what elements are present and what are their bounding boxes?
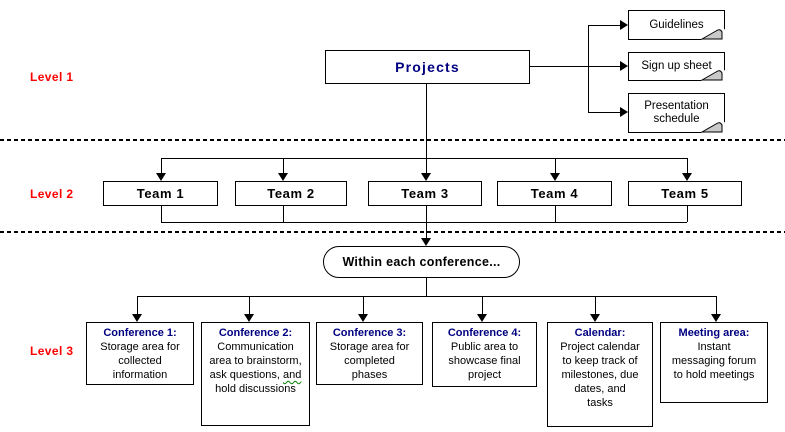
conference-2-body: Communication area to brainstorm, ask qu… <box>208 340 303 396</box>
team-4-label: Team 4 <box>530 186 579 201</box>
stub-team4 <box>555 158 556 174</box>
calendar-node: Calendar: Project calendar to keep track… <box>547 322 653 427</box>
calendar-text: Project calendar to keep track of milest… <box>560 341 640 409</box>
connector-stub-signup <box>588 66 620 67</box>
stub-area3 <box>363 296 364 314</box>
drop-team5 <box>687 206 688 222</box>
doc-presentation-schedule: Presentation schedule <box>628 93 725 133</box>
team-4-node: Team 4 <box>497 181 612 206</box>
conference-2-text-squiggled: and <box>283 369 302 381</box>
connector-stub-presentation <box>588 112 620 113</box>
connector-docs-trunk <box>588 25 589 113</box>
conference-1-body: Storage area for collected information <box>99 340 181 382</box>
arrow-signup-icon <box>620 61 628 71</box>
team-distribution-line <box>161 158 687 159</box>
conference-4-title: Conference 4: <box>447 327 522 339</box>
conference-2-node: Conference 2: Communication area to brai… <box>201 322 310 426</box>
stub-team1 <box>161 158 162 174</box>
team-3-node: Team 3 <box>368 181 482 206</box>
page-fold-icon <box>701 122 725 133</box>
arrow-guidelines-icon <box>620 20 628 30</box>
arrow-team1-icon <box>156 173 166 181</box>
connector-projects-to-docs <box>530 66 588 67</box>
conference-3-node: Conference 3: Storage area for completed… <box>316 322 423 385</box>
team-3-label: Team 3 <box>401 186 449 201</box>
meeting-area-node: Meeting area: Instant messaging forum to… <box>660 322 768 403</box>
connector-projects-down <box>426 84 427 174</box>
level-1-label: Level 1 <box>30 70 74 84</box>
doc-presentation-label: Presentation schedule <box>644 100 709 125</box>
stub-area5 <box>595 296 596 314</box>
stub-area1 <box>137 296 138 314</box>
conference-3-text: Storage area for completed phases <box>329 341 410 381</box>
projects-node: Projects <box>325 50 530 84</box>
doc-guidelines: Guidelines <box>628 10 725 40</box>
connector-stadium-down <box>426 278 427 296</box>
level-divider-2 <box>0 231 785 233</box>
stub-area2 <box>249 296 250 314</box>
level-2-label: Level 2 <box>30 187 74 201</box>
arrow-area5-icon <box>590 314 600 322</box>
conference-4-body: Public area to showcase final project <box>441 340 528 382</box>
conference-2-title: Conference 2: <box>218 327 293 339</box>
stub-area4 <box>482 296 483 314</box>
stub-team5 <box>687 158 688 174</box>
team-5-label: Team 5 <box>661 186 709 201</box>
arrow-area1-icon <box>132 314 142 322</box>
drop-team2 <box>283 206 284 222</box>
conference-1-node: Conference 1: Storage area for collected… <box>86 322 194 385</box>
stub-team2 <box>283 158 284 174</box>
conference-2-text: hold discussions <box>215 383 296 395</box>
calendar-title: Calendar: <box>574 327 626 339</box>
area-distribution-line <box>137 296 716 297</box>
meeting-area-title: Meeting area: <box>678 327 750 339</box>
conference-4-text: Public area to showcase final project <box>448 341 521 381</box>
arrow-presentation-icon <box>620 107 628 117</box>
projects-label: Projects <box>395 59 460 75</box>
meeting-area-body: Instant messaging forum to hold meetings <box>671 340 757 382</box>
stub-area6 <box>716 296 717 314</box>
arrow-team5-icon <box>682 173 692 181</box>
meeting-area-text: Instant messaging forum to hold meetings <box>671 341 757 381</box>
team-collection-line <box>161 222 687 223</box>
arrow-area3-icon <box>358 314 368 322</box>
arrow-team2-icon <box>278 173 288 181</box>
team-2-node: Team 2 <box>235 181 347 206</box>
team-2-label: Team 2 <box>267 186 315 201</box>
team-5-node: Team 5 <box>628 181 742 206</box>
drop-team4 <box>555 206 556 222</box>
conference-3-body: Storage area for completed phases <box>328 340 411 382</box>
doc-signup-sheet: Sign up sheet <box>628 52 725 81</box>
team-1-label: Team 1 <box>136 186 185 201</box>
arrow-conference-icon <box>421 238 431 246</box>
page-fold-icon <box>701 29 725 40</box>
conference-1-title: Conference 1: <box>103 327 177 339</box>
page-fold-icon <box>701 70 725 81</box>
conference-2-text: Communication area to brainstorm, ask qu… <box>209 341 302 381</box>
conference-1-text: Storage area for collected information <box>100 341 180 381</box>
within-each-conference-label: Within each conference... <box>342 255 501 269</box>
within-each-conference-node: Within each conference... <box>323 246 520 278</box>
arrow-area2-icon <box>244 314 254 322</box>
conference-4-node: Conference 4: Public area to showcase fi… <box>432 322 537 387</box>
level-3-label: Level 3 <box>30 344 74 358</box>
connector-stub-guidelines <box>588 25 620 26</box>
conference-3-title: Conference 3: <box>332 327 407 339</box>
arrow-area6-icon <box>711 314 721 322</box>
drop-team1 <box>161 206 162 222</box>
doc-guidelines-label: Guidelines <box>649 18 704 31</box>
arrow-team3-icon <box>421 173 431 181</box>
arrow-area4-icon <box>477 314 487 322</box>
calendar-body: Project calendar to keep track of milest… <box>560 340 640 410</box>
doc-signup-label: Sign up sheet <box>641 60 712 72</box>
arrow-team4-icon <box>550 173 560 181</box>
level-divider-1 <box>0 139 785 141</box>
team-1-node: Team 1 <box>103 181 218 206</box>
